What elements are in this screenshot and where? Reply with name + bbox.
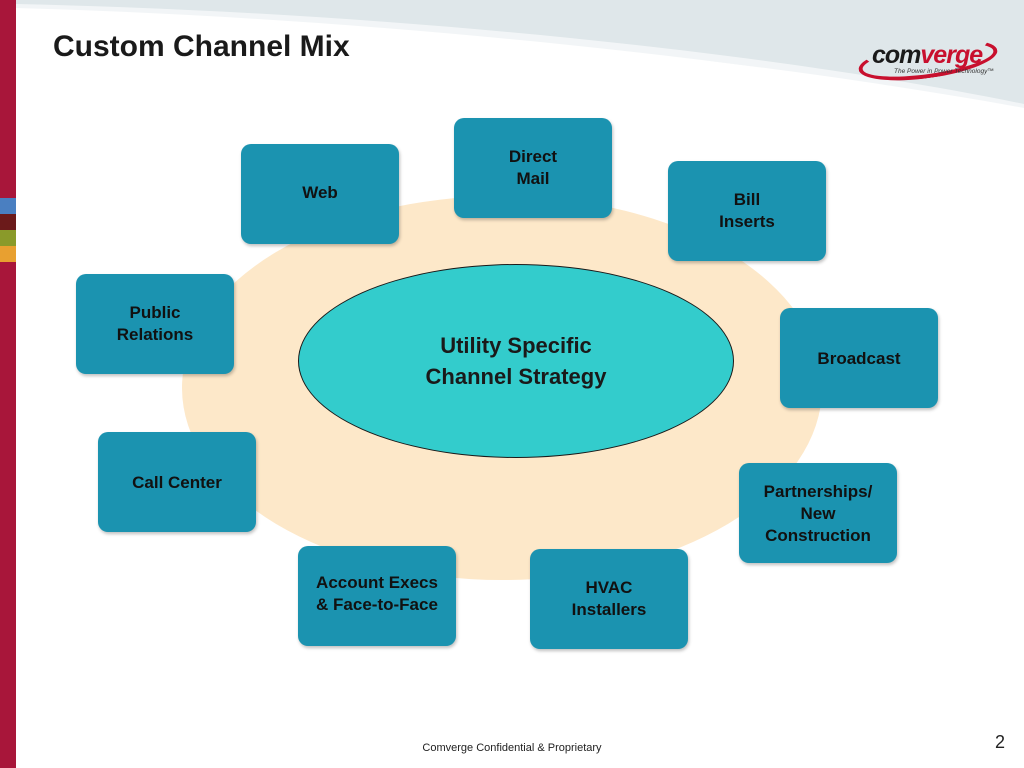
logo-tagline: The Power in Power Technology™ (894, 68, 994, 75)
accent-swatch-orange (0, 246, 16, 262)
channel-label: Account Execs & Face-to-Face (316, 573, 438, 614)
center-strategy-node: Utility Specific Channel Strategy (298, 264, 734, 458)
logo-wordmark: comverge (872, 41, 983, 69)
accent-swatch-olive (0, 230, 16, 246)
page-title: Custom Channel Mix (53, 30, 350, 63)
channel-partnerships: Partnerships/ New Construction (739, 463, 897, 563)
channel-broadcast: Broadcast (780, 308, 938, 408)
center-strategy-label: Utility Specific Channel Strategy (425, 333, 607, 389)
accent-swatch-maroon (0, 214, 16, 230)
page-number: 2 (994, 732, 1005, 752)
channel-public-relations: Public Relations (76, 274, 234, 374)
channel-label: Partnerships/ New Construction (763, 482, 873, 545)
channel-bill-inserts: Bill Inserts (668, 161, 826, 261)
channel-web: Web (241, 144, 399, 244)
channel-hvac-installers: HVAC Installers (530, 549, 688, 649)
channel-label: Bill Inserts (719, 190, 775, 231)
channel-account-execs: Account Execs & Face-to-Face (298, 546, 456, 646)
header-band (16, 0, 1024, 110)
channel-label: Call Center (132, 473, 222, 492)
channel-label: Public Relations (116, 303, 194, 344)
accent-swatch-blue (0, 198, 16, 214)
comverge-logo: comverge The Power in Power Technology™ (856, 32, 1000, 88)
channel-label: Broadcast (817, 349, 901, 368)
channel-call-center: Call Center (98, 432, 256, 532)
channel-label: Direct Mail (508, 147, 558, 188)
channel-label: Web (302, 183, 338, 202)
channel-label: HVAC Installers (571, 578, 647, 619)
left-accent-bar (0, 0, 16, 768)
footer-confidentiality: Comverge Confidential & Proprietary (422, 742, 602, 754)
channel-direct-mail: Direct Mail (454, 118, 612, 218)
